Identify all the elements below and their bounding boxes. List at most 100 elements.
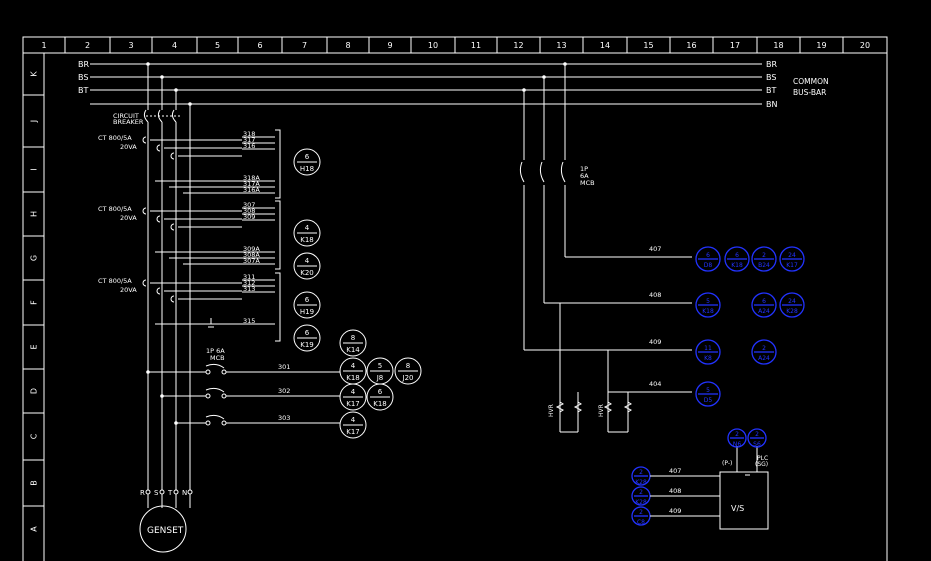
ref-number: 5 xyxy=(706,298,710,305)
blue-ref-vs-top[interactable]: 2N6 xyxy=(727,428,747,448)
right-mcb-line2: 6A xyxy=(580,172,589,180)
row-label-E: E xyxy=(30,344,39,349)
ref-circle-feeder[interactable]: 5J8 xyxy=(366,357,394,385)
column-label-8: 8 xyxy=(345,41,350,50)
bus-label-bs-right: BS xyxy=(766,73,776,82)
ct-wire-top: 318 xyxy=(243,130,255,138)
genset-terminal-R: R xyxy=(140,489,145,497)
feeder-wire: 303 xyxy=(278,414,290,422)
column-label-13: 13 xyxy=(556,41,566,50)
ct-wire-bottom: 307A xyxy=(243,257,260,265)
vs-wire-407: 407 xyxy=(669,467,681,475)
ref-number: 2 xyxy=(639,469,643,476)
ref-sheet: K28 xyxy=(635,479,647,486)
ref-number: 8 xyxy=(406,362,410,370)
ref-number: 4 xyxy=(351,388,356,396)
column-label-9: 9 xyxy=(387,41,392,50)
vs-plc-line1: PLC xyxy=(757,455,768,462)
ref-number: 6 xyxy=(305,296,310,304)
vs-plc-line2: (SG) xyxy=(755,461,768,468)
ref-sheet: K18 xyxy=(702,308,714,315)
breaker-label-line1: CIRCUIT xyxy=(113,112,139,120)
ct-label: CT 800/5A xyxy=(98,277,132,285)
column-label-4: 4 xyxy=(172,41,177,50)
ref-sheet: J20 xyxy=(402,374,414,382)
ref-sheet: K18 xyxy=(346,374,360,382)
ref-sheet: K19 xyxy=(300,341,314,349)
ref-number: 6 xyxy=(735,252,739,259)
right-wire-409: 409 xyxy=(649,338,661,346)
ref-number: 6 xyxy=(305,153,310,161)
genset-terminal-N: N xyxy=(182,489,187,497)
column-label-5: 5 xyxy=(215,41,220,50)
ct-wire-top: 308 xyxy=(243,207,255,215)
blue-ref-vs-top[interactable]: 2S6 xyxy=(747,428,767,448)
vs-box xyxy=(719,471,769,530)
genset-circle xyxy=(139,505,187,553)
ref-number: 2 xyxy=(762,252,766,259)
ref-sheet: D8 xyxy=(704,262,713,269)
ref-sheet: K17 xyxy=(786,262,798,269)
breaker-label-line2: BREAKER xyxy=(113,118,144,126)
genset-terminal-T: T xyxy=(167,489,173,497)
row-label-A: A xyxy=(30,526,39,532)
busbar-title-line1: COMMON xyxy=(793,77,829,86)
ref-sheet: A24 xyxy=(758,308,770,315)
ref-number: 4 xyxy=(351,416,356,424)
column-label-12: 12 xyxy=(513,41,523,50)
ref-number: 6 xyxy=(706,252,710,259)
ref-sheet: K14 xyxy=(346,346,360,354)
right-wire-408: 408 xyxy=(649,291,661,299)
ref-number: 6 xyxy=(762,298,766,305)
genset-label: GENSET xyxy=(147,526,184,536)
ct-wire-top: 307 xyxy=(243,201,255,209)
feeder-wire: 302 xyxy=(278,387,290,395)
busbar-title-line2: BUS-BAR xyxy=(793,88,826,97)
blue-ref-vs-left[interactable]: 2C8 xyxy=(631,506,651,526)
ref-sheet: K18 xyxy=(300,236,314,244)
column-label-18: 18 xyxy=(773,41,783,50)
blue-ref-circle[interactable]: 5D5 xyxy=(695,381,721,407)
ct-wire-top: 317 xyxy=(243,136,255,144)
ct-wire-top: 311 xyxy=(243,273,255,281)
ref-number: 2 xyxy=(762,345,766,352)
blue-ref-circle[interactable]: 6D8 xyxy=(695,246,721,272)
ct-wire-top: 309 xyxy=(243,213,255,221)
row-label-F: F xyxy=(30,300,39,305)
ref-sheet: K20 xyxy=(300,269,314,277)
column-label-17: 17 xyxy=(730,41,740,50)
ref-number: 2 xyxy=(639,509,643,516)
ref-sheet: K18 xyxy=(731,262,743,269)
ct-wire-bottom: 308A xyxy=(243,251,260,259)
ref-number: 24 xyxy=(788,252,796,259)
row-label-G: G xyxy=(30,255,39,261)
vs-wire-409: 409 xyxy=(669,507,681,515)
ref-sheet: K17 xyxy=(346,428,360,436)
